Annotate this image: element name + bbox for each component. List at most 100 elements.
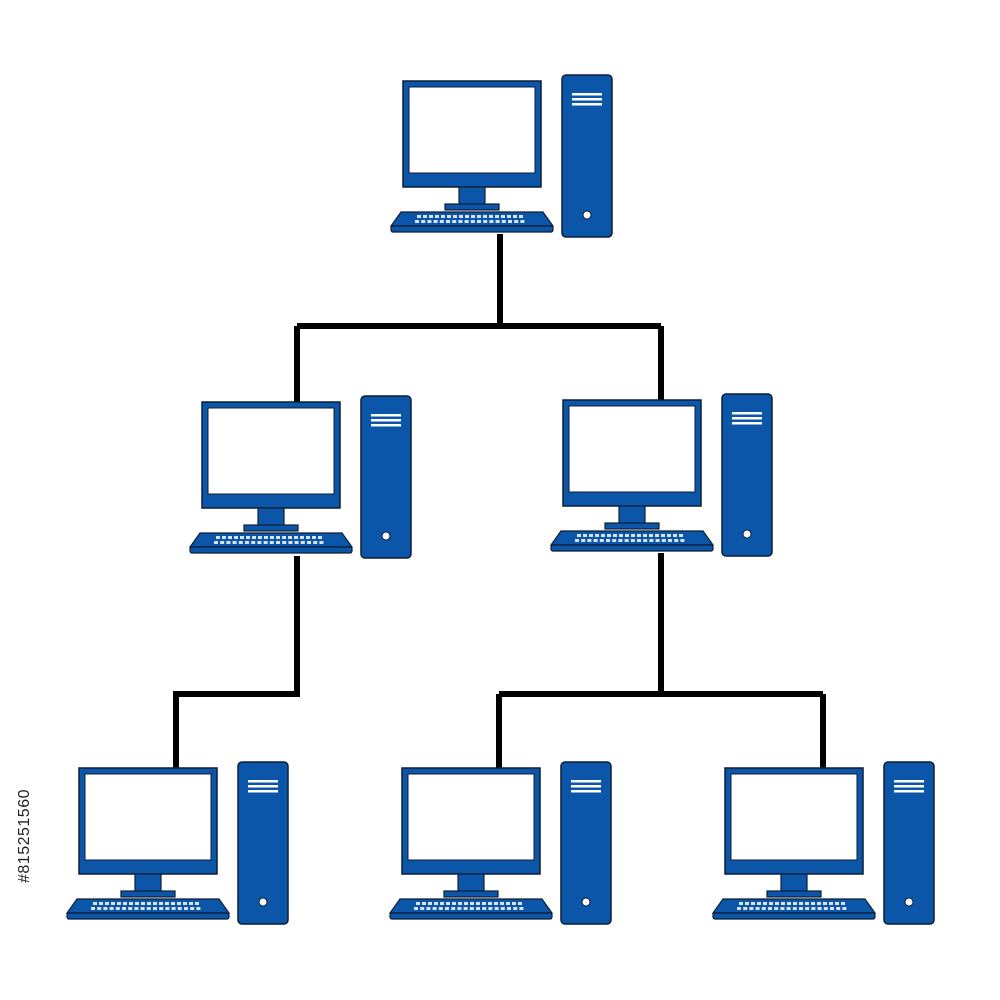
keyboard-key — [276, 541, 280, 544]
keyboard-key — [123, 902, 127, 905]
keyboard-key — [447, 215, 451, 218]
keyboard-key — [612, 539, 617, 542]
keyboard-key — [446, 902, 450, 905]
keyboard-key — [251, 541, 256, 544]
keyboard-key — [97, 907, 102, 910]
tower-drive-slot — [572, 93, 602, 96]
keyboard-key — [817, 907, 822, 910]
monitor-screen — [84, 773, 212, 861]
tower-case-icon — [360, 395, 412, 559]
tower-case-icon — [883, 761, 935, 925]
keyboard-key — [184, 907, 188, 910]
keyboard-key — [494, 907, 499, 910]
keyboard-key — [583, 534, 587, 537]
keyboard-key — [263, 541, 268, 544]
keyboard-key — [146, 907, 151, 910]
monitor-neck — [780, 873, 808, 893]
keyboard-key — [196, 907, 201, 910]
keyboard-key — [465, 215, 469, 218]
keyboard-key — [428, 902, 432, 905]
tower-drive-slot — [371, 414, 401, 417]
keyboard-key — [613, 534, 617, 537]
keyboard-key — [422, 902, 426, 905]
keyboard-key — [637, 534, 641, 537]
tower-case-icon — [721, 393, 773, 557]
keyboard-key — [483, 215, 487, 218]
tower-drive-slot — [571, 780, 601, 783]
keyboard-key — [434, 902, 438, 905]
keyboard-key — [257, 541, 262, 544]
tower-power-button — [742, 529, 752, 539]
keyboard-icon — [65, 898, 231, 920]
keyboard-key — [423, 215, 427, 218]
keyboard-key — [294, 541, 299, 544]
keyboard-key — [165, 907, 170, 910]
tower-drive-slot — [732, 422, 762, 425]
keyboard-key — [661, 534, 665, 537]
monitor-screen — [207, 407, 335, 495]
keyboard-key — [781, 902, 785, 905]
keyboard-key — [282, 541, 287, 544]
monitor-base — [766, 890, 822, 898]
keyboard-key — [470, 220, 475, 223]
keyboard-key — [829, 902, 833, 905]
keyboard-key — [435, 215, 439, 218]
tower-case-icon — [560, 761, 612, 925]
keyboard-key — [140, 907, 145, 910]
keyboard-key — [288, 536, 292, 539]
keyboard-key — [514, 220, 519, 223]
monitor-screen — [407, 773, 535, 861]
tower-power-button — [258, 897, 268, 907]
keyboard-key — [457, 907, 462, 910]
keyboard-key — [426, 907, 431, 910]
keyboard-key — [246, 536, 250, 539]
keyboard-key — [792, 907, 797, 910]
keyboard-top — [389, 211, 555, 227]
keyboard-key — [587, 539, 592, 542]
stock-id-text: #815251560 — [16, 789, 34, 883]
keyboard-key — [288, 541, 293, 544]
keyboard-key — [177, 902, 181, 905]
tower-body — [561, 74, 613, 238]
keyboard-key — [751, 902, 755, 905]
keyboard-key — [637, 539, 641, 542]
keyboard-base — [66, 912, 230, 920]
network-links — [173, 234, 826, 769]
keyboard-key — [232, 541, 237, 544]
keyboard-key — [264, 536, 268, 539]
keyboard-base — [550, 544, 714, 552]
keyboard-key — [222, 536, 226, 539]
keyboard-key — [117, 902, 121, 905]
keyboard-key — [459, 215, 463, 218]
keyboard-key — [667, 534, 671, 537]
keyboard-key — [128, 907, 133, 910]
keyboard-key — [122, 907, 126, 910]
tower-drive-slot — [248, 780, 278, 783]
monitor-base — [444, 203, 500, 211]
tower-drive-slot — [894, 785, 924, 788]
keyboard-key — [147, 902, 151, 905]
keyboard-key — [606, 539, 610, 542]
keyboard-key — [768, 907, 772, 910]
keyboard-base — [712, 912, 876, 920]
keyboard-key — [512, 902, 516, 905]
tower-body — [721, 393, 773, 557]
keyboard-key — [823, 902, 827, 905]
tower-drive-slot — [571, 785, 601, 788]
keyboard-key — [129, 902, 133, 905]
tower-drive-slot — [371, 424, 401, 427]
link-left-to-leaf1 — [173, 556, 300, 769]
monitor-neck — [134, 873, 162, 893]
keyboard-key — [439, 220, 444, 223]
keyboard-key — [171, 902, 175, 905]
keyboard-key — [488, 907, 493, 910]
keyboard-key — [507, 215, 511, 218]
keyboard-key — [631, 534, 635, 537]
keyboard-key — [786, 907, 791, 910]
keyboard-key — [189, 902, 193, 905]
keyboard-key — [240, 536, 244, 539]
keyboard-key — [195, 902, 199, 905]
keyboard-key — [668, 539, 672, 542]
keyboard-key — [165, 902, 169, 905]
